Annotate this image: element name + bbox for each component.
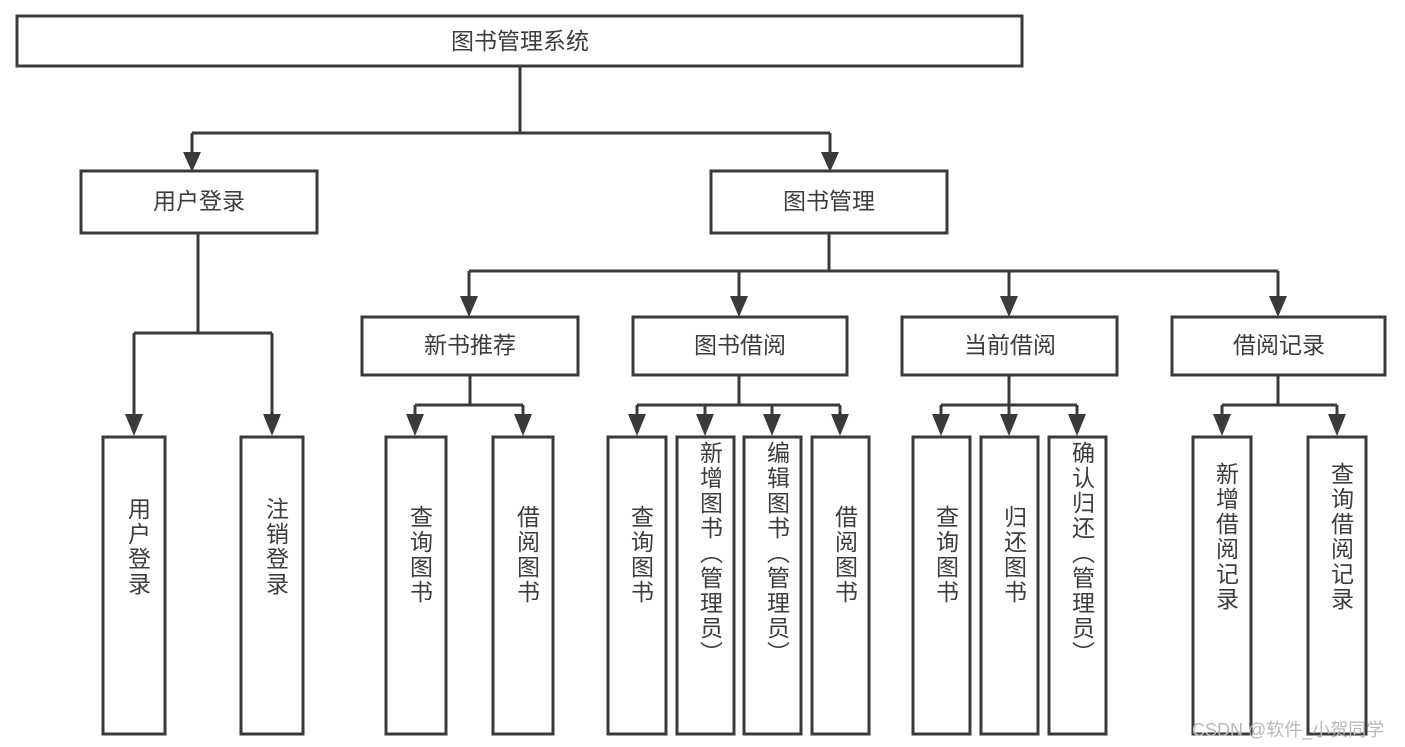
node-label-user-login: 用户登录: [153, 188, 245, 214]
node-box-borrow-record[interactable]: [1170, 315, 1387, 377]
arrowhead-leaf-borrow-book-1: [514, 414, 532, 436]
leaf-box-borrow-book-2[interactable]: [810, 435, 871, 736]
node-label-root: 图书管理系统: [451, 28, 589, 54]
node-box-new-book-recommend[interactable]: [360, 315, 580, 377]
node-box-book-manage[interactable]: [709, 169, 949, 235]
arrowhead-leaf-add-record: [1213, 414, 1231, 436]
leaf-box-query-book-3[interactable]: [911, 435, 972, 736]
connector-group-borrow-record: [1213, 375, 1346, 436]
node-box-user-login[interactable]: [79, 169, 319, 235]
leaf-box-add-record[interactable]: [1191, 435, 1253, 736]
node-label-book-borrow: 图书借阅: [694, 332, 786, 358]
arrowhead-user-login: [183, 152, 201, 172]
arrowhead-current-borrow: [1000, 296, 1018, 317]
arrowhead-leaf-query-book-1: [406, 414, 424, 436]
arrowhead-leaf-logout-login: [263, 414, 281, 436]
connector-group-root: [183, 66, 839, 172]
node-box-current-borrow[interactable]: [900, 315, 1119, 377]
arrowhead-book-manage: [821, 152, 839, 172]
node-label-new-book-recommend: 新书推荐: [424, 332, 516, 358]
leaf-box-user-login[interactable]: [101, 435, 167, 736]
arrowhead-leaf-query-record: [1328, 414, 1346, 436]
leaf-box-return-book[interactable]: [979, 435, 1040, 736]
leaf-box-query-book-2[interactable]: [606, 435, 668, 736]
connector-group-current-borrow: [932, 375, 1086, 436]
node-box-book-borrow[interactable]: [631, 315, 849, 377]
arrowhead-leaf-return-book: [1000, 414, 1018, 436]
connector-group-user-login: [125, 233, 281, 436]
leaf-box-add-book[interactable]: [675, 435, 736, 736]
connector-group-book-borrow: [628, 375, 849, 436]
arrowhead-leaf-user-login: [125, 414, 143, 436]
node-label-borrow-record: 借阅记录: [1233, 332, 1325, 358]
arrowhead-book-borrow: [730, 296, 748, 317]
arrowhead-leaf-add-book: [696, 414, 714, 436]
arrowhead-borrow-record: [1269, 296, 1287, 317]
arrowhead-leaf-borrow-book-2: [831, 414, 849, 436]
node-label-current-borrow: 当前借阅: [964, 332, 1056, 358]
leaf-box-borrow-book-1[interactable]: [491, 435, 555, 736]
leaf-box-edit-book[interactable]: [742, 435, 803, 736]
leaf-box-query-book-1[interactable]: [384, 435, 448, 736]
connector-group-book-manage: [460, 233, 1287, 317]
leaf-box-confirm-return[interactable]: [1047, 435, 1108, 736]
leaf-box-query-record[interactable]: [1306, 435, 1368, 736]
node-box-root[interactable]: [15, 14, 1024, 68]
arrowhead-leaf-edit-book: [763, 414, 781, 436]
node-label-book-manage: 图书管理: [783, 188, 875, 214]
arrowhead-new-book-recommend: [460, 296, 478, 317]
connector-group-new-book-recommend: [406, 375, 532, 436]
leaf-box-group: [101, 435, 1368, 736]
arrowhead-leaf-confirm-return: [1068, 414, 1086, 436]
arrowhead-leaf-query-book-3: [932, 414, 950, 436]
csdn-watermark: CSDN @软件_小贺同学: [1192, 720, 1385, 740]
leaf-box-logout-login[interactable]: [239, 435, 305, 736]
arrowhead-leaf-query-book-2: [628, 414, 646, 436]
